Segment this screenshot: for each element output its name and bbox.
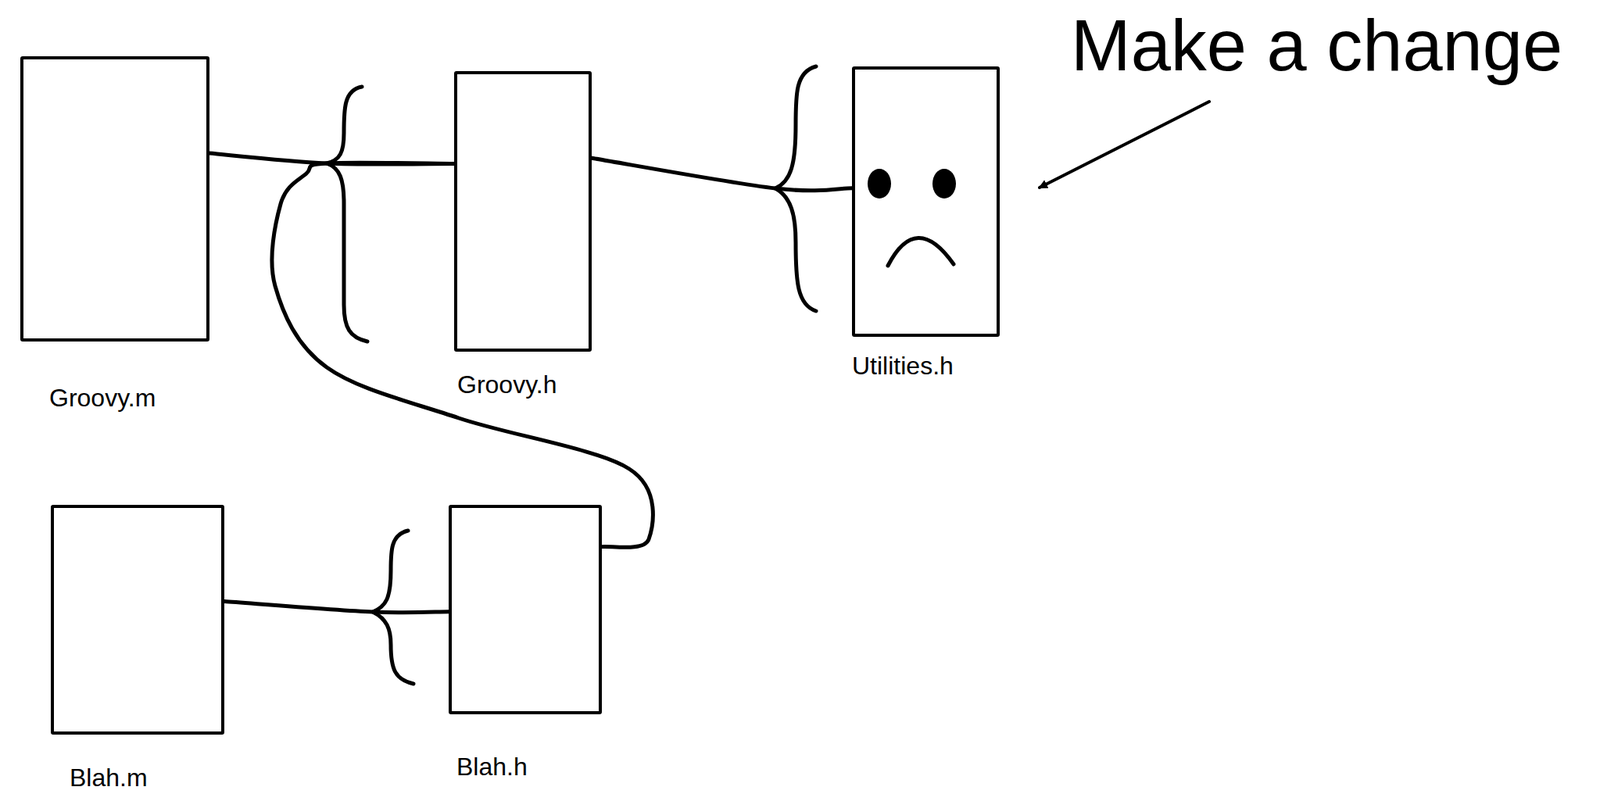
file-box: Groovy.m (20, 56, 210, 342)
file-name: Groovy.m (49, 384, 156, 412)
sad-mouth (887, 237, 954, 266)
file-name: Groovy.h (457, 371, 557, 399)
brace (326, 86, 368, 342)
file-name: Blah.h (456, 753, 528, 781)
import-line (224, 601, 449, 613)
sad-eye (932, 168, 956, 199)
leader-arrow (1039, 101, 1210, 188)
file-box: Blah.m (50, 504, 225, 735)
import-line (591, 157, 852, 191)
brace (372, 530, 414, 684)
file-box: Utilities.h (851, 66, 1000, 337)
file-name: Blah.m (69, 764, 148, 792)
file-box: Blah.h (448, 504, 602, 715)
file-box: Groovy.h (454, 71, 592, 352)
import-line (272, 162, 653, 548)
file-name: Utilities.h (851, 352, 954, 380)
callout-text: Make a change (1070, 6, 1563, 86)
sad-eye (867, 168, 892, 199)
